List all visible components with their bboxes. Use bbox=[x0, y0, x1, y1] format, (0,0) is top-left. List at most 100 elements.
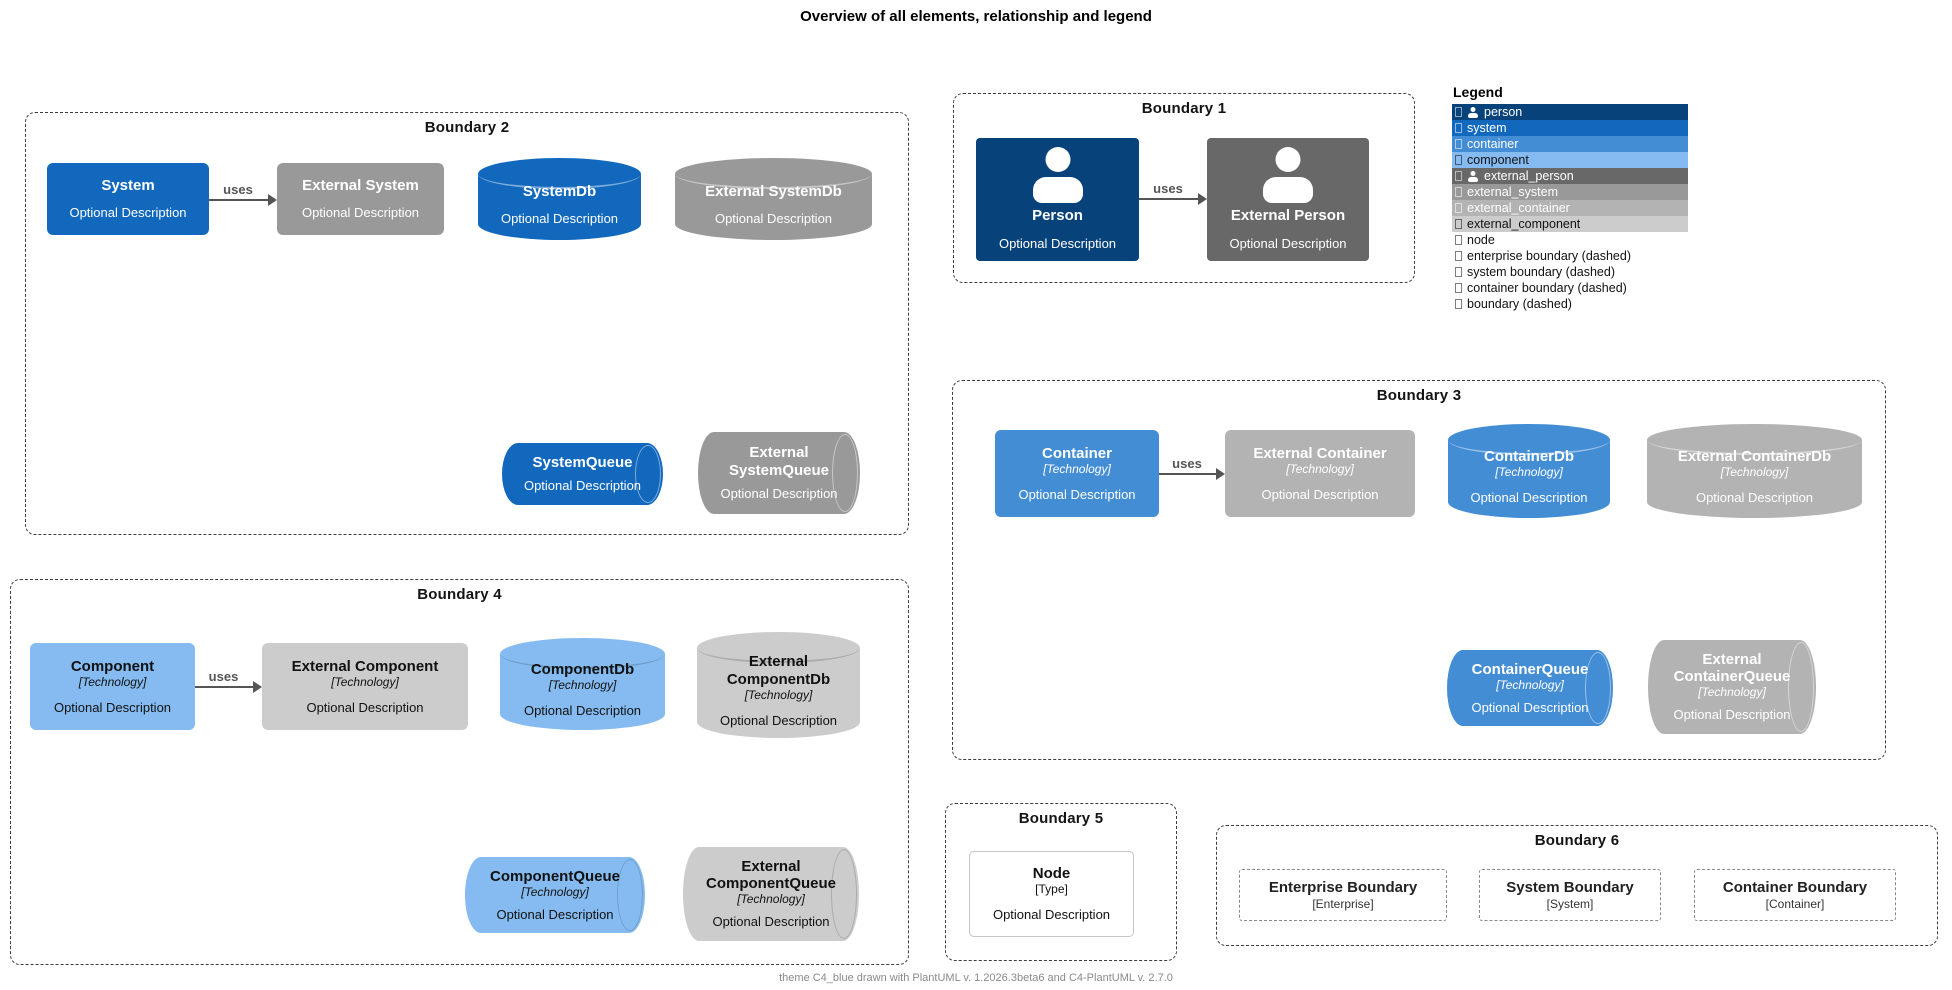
legend-label: person bbox=[1484, 105, 1523, 119]
glyph-box-icon bbox=[1455, 251, 1462, 261]
element-name: External Person bbox=[1230, 206, 1346, 224]
element-name: SystemQueue bbox=[532, 453, 633, 471]
glyph-box-icon bbox=[1455, 299, 1462, 309]
boundary-4-label: Boundary 4 bbox=[417, 586, 502, 603]
element-type: [Container] bbox=[1765, 897, 1825, 911]
element-name: External Component bbox=[291, 657, 439, 675]
element-name: SystemDb bbox=[522, 183, 597, 201]
relation-person-uses: uses bbox=[1139, 181, 1207, 211]
element-technology: [Technology] bbox=[548, 678, 617, 693]
glyph-box-icon bbox=[1455, 155, 1462, 165]
el-system: System Optional Description bbox=[47, 163, 209, 235]
legend-label: external_system bbox=[1467, 185, 1559, 199]
el-container: Container [Technology] Optional Descript… bbox=[995, 430, 1159, 517]
legend: Legend person system container component… bbox=[1452, 84, 1688, 312]
element-description: Optional Description bbox=[523, 478, 642, 494]
relation-arrowhead-icon bbox=[1198, 193, 1207, 205]
element-name: Container bbox=[1041, 444, 1112, 462]
legend-label: external_component bbox=[1467, 217, 1581, 231]
el-node: Node [Type] Optional Description bbox=[969, 851, 1134, 937]
glyph-box-icon bbox=[1455, 235, 1462, 245]
element-name: External ContainerDb bbox=[1677, 448, 1832, 465]
element-name: ContainerQueue bbox=[1471, 660, 1589, 678]
person-icon bbox=[1260, 146, 1316, 203]
element-description: Optional Description bbox=[301, 204, 420, 220]
glyph-box-icon bbox=[1455, 267, 1462, 277]
el-external-system: External System Optional Description bbox=[277, 163, 444, 235]
element-name: System bbox=[101, 177, 155, 195]
relation-line bbox=[195, 686, 255, 688]
relation-arrowhead-icon bbox=[253, 681, 262, 693]
element-description: Optional Description bbox=[1470, 490, 1588, 506]
legend-label: system bbox=[1467, 121, 1507, 135]
el-system-boundary: System Boundary [System] bbox=[1479, 869, 1661, 921]
element-description: Optional Description bbox=[1471, 699, 1589, 715]
element-name: External SystemQueue bbox=[728, 444, 830, 479]
el-system-queue: SystemQueue Optional Description bbox=[502, 443, 663, 505]
element-name: External System bbox=[302, 177, 419, 195]
boundary-3-label: Boundary 3 bbox=[1376, 387, 1462, 404]
boundary-3: Boundary 3 bbox=[952, 380, 1886, 760]
legend-label: system boundary (dashed) bbox=[1467, 265, 1615, 279]
glyph-box-icon bbox=[1455, 123, 1462, 133]
element-name: Node bbox=[1032, 865, 1071, 882]
element-name: Enterprise Boundary bbox=[1268, 879, 1418, 896]
legend-label: enterprise boundary (dashed) bbox=[1467, 249, 1631, 263]
el-enterprise-boundary: Enterprise Boundary [Enterprise] bbox=[1239, 869, 1447, 921]
legend-row-boundary: boundary (dashed) bbox=[1452, 296, 1688, 312]
legend-label: external_container bbox=[1467, 201, 1570, 215]
legend-row-enterprise-boundary: enterprise boundary (dashed) bbox=[1452, 248, 1688, 264]
boundary-2-label: Boundary 2 bbox=[424, 119, 510, 136]
legend-row-component: component bbox=[1452, 152, 1688, 168]
element-description: Optional Description bbox=[69, 204, 187, 220]
relation-component-uses: uses bbox=[195, 669, 262, 699]
element-type: [Type] bbox=[1035, 882, 1068, 897]
boundary-5-label: Boundary 5 bbox=[1018, 810, 1104, 827]
element-name: External ContainerQueue bbox=[1673, 650, 1791, 686]
el-component-db: ComponentDb [Technology] Optional Descri… bbox=[500, 638, 665, 730]
relation-arrowhead-icon bbox=[268, 194, 277, 206]
element-technology: [Technology] bbox=[1496, 677, 1564, 692]
legend-row-container: container bbox=[1452, 136, 1688, 152]
el-component-queue: ComponentQueue [Technology] Optional Des… bbox=[465, 857, 645, 933]
el-external-component-db: External ComponentDb [Technology] Option… bbox=[697, 632, 860, 738]
relation-label: uses bbox=[223, 182, 253, 197]
legend-label: component bbox=[1467, 153, 1529, 167]
element-description: Optional Description bbox=[496, 906, 614, 922]
element-name: Person bbox=[1032, 206, 1083, 224]
el-person: Person Optional Description bbox=[976, 138, 1139, 261]
element-name: External Container bbox=[1253, 444, 1387, 462]
element-technology: [Technology] bbox=[744, 687, 813, 702]
relation-arrowhead-icon bbox=[1216, 468, 1225, 480]
boundary-1: Boundary 1 bbox=[953, 93, 1415, 283]
element-description: Optional Description bbox=[1695, 490, 1814, 506]
element-name: ComponentQueue bbox=[490, 867, 620, 885]
element-name: ContainerDb bbox=[1484, 448, 1574, 465]
glyph-box-icon bbox=[1455, 203, 1462, 213]
element-technology: [Technology] bbox=[1495, 465, 1563, 480]
element-technology: [Technology] bbox=[521, 884, 589, 899]
legend-label: boundary (dashed) bbox=[1467, 297, 1572, 311]
legend-row-person: person bbox=[1452, 104, 1688, 120]
glyph-box-icon bbox=[1455, 171, 1462, 181]
el-component: Component [Technology] Optional Descript… bbox=[30, 643, 195, 730]
legend-row-external-system: external_system bbox=[1452, 184, 1688, 200]
boundary-5: Boundary 5 bbox=[945, 803, 1177, 961]
glyph-box-icon bbox=[1455, 139, 1462, 149]
element-technology: [Technology] bbox=[331, 674, 399, 689]
legend-label: container boundary (dashed) bbox=[1467, 281, 1627, 295]
relation-label: uses bbox=[208, 669, 239, 684]
element-technology: [Technology] bbox=[1286, 461, 1354, 476]
element-name: System Boundary bbox=[1506, 879, 1634, 896]
element-technology: [Technology] bbox=[78, 674, 147, 689]
legend-label: external_person bbox=[1484, 169, 1574, 183]
element-technology: [Technology] bbox=[737, 892, 805, 907]
relation-system-uses: uses bbox=[209, 182, 277, 212]
element-name: Container Boundary bbox=[1722, 879, 1868, 896]
relation-label: uses bbox=[1153, 181, 1183, 196]
relation-line bbox=[1139, 198, 1200, 200]
element-name: External ComponentQueue bbox=[706, 857, 836, 893]
diagram-title: Overview of all elements, relationship a… bbox=[800, 8, 1152, 25]
person-icon bbox=[1467, 106, 1479, 118]
